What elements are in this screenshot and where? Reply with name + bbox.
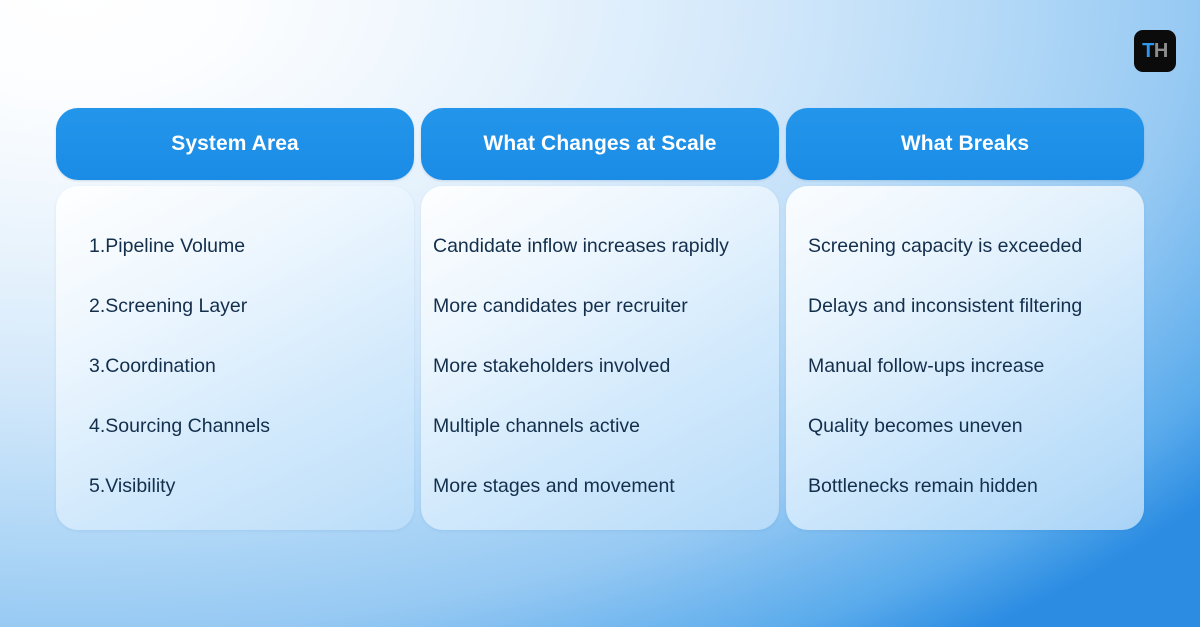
table-column-system-area: System Area 1.Pipeline Volume 2.Screenin… [56, 108, 414, 530]
table-column-what-breaks: What Breaks Screening capacity is exceed… [786, 108, 1144, 530]
table-cell: Delays and inconsistent filtering [808, 294, 1083, 317]
column-header-what-breaks: What Breaks [786, 108, 1144, 180]
column-header-system-area: System Area [56, 108, 414, 180]
logo-letter-t: T [1142, 40, 1154, 62]
table-cell: Multiple channels active [433, 414, 641, 437]
table-cell: More stakeholders involved [433, 354, 671, 377]
logo-letter-h: H [1153, 40, 1168, 62]
table-cell: More stages and movement [433, 474, 675, 497]
column-body-what-breaks: Screening capacity is exceeded Delays an… [786, 186, 1144, 530]
table-cell: Quality becomes uneven [808, 414, 1023, 437]
comparison-table: System Area 1.Pipeline Volume 2.Screenin… [56, 108, 1144, 530]
column-header-what-changes-at-scale: What Changes at Scale [421, 108, 779, 180]
table-cell: More candidates per recruiter [433, 294, 688, 317]
table-cell: 1.Pipeline Volume [89, 234, 246, 257]
table-column-what-changes-at-scale: What Changes at Scale Candidate inflow i… [421, 108, 779, 530]
table-cell: 2.Screening Layer [89, 294, 248, 317]
table-cell: 4.Sourcing Channels [89, 414, 271, 437]
table-cell: Screening capacity is exceeded [808, 234, 1083, 257]
table-cell: 5.Visibility [89, 474, 176, 497]
column-body-system-area: 1.Pipeline Volume 2.Screening Layer 3.Co… [56, 186, 414, 530]
column-body-what-changes-at-scale: Candidate inflow increases rapidly More … [421, 186, 779, 530]
table-cell: Manual follow-ups increase [808, 354, 1045, 377]
table-cell: Candidate inflow increases rapidly [433, 234, 729, 257]
table-cell: Bottlenecks remain hidden [808, 474, 1038, 497]
table-cell: 3.Coordination [89, 354, 216, 377]
